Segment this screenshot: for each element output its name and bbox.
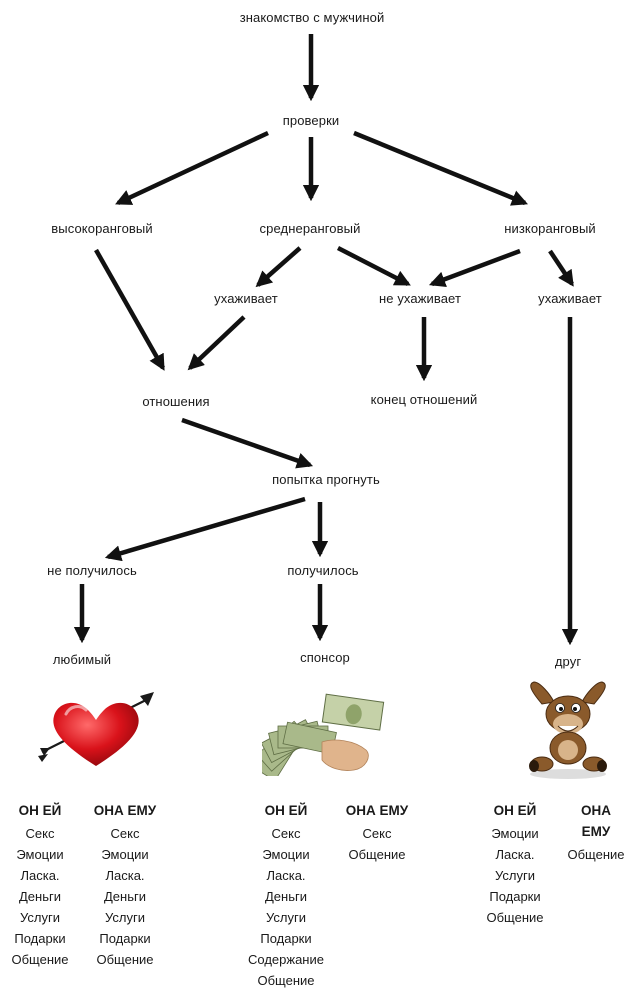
arrow-bend-failed: [104, 496, 306, 562]
friend-he-column: ОН ЕЙ Эмоции Ласка. Услуги Подарки Общен…: [486, 800, 543, 928]
list-item: Общение: [11, 952, 69, 967]
list-item: Ласка.: [105, 868, 145, 883]
sponsor-she-column: ОНА ЕМУ Секс Общение: [346, 800, 408, 865]
sponsor-he-column: ОН ЕЙ Секс Эмоции Ласка. Деньги Услуги П…: [248, 800, 324, 991]
friend-he-header: ОН ЕЙ: [493, 803, 537, 818]
list-item: Эмоции: [101, 847, 149, 862]
arrow-mid-nocourts: [336, 245, 411, 287]
list-item: Услуги: [20, 910, 60, 925]
beloved-she-column: ОНА ЕМУ Секс Эмоции Ласка. Деньги Услуги…: [94, 800, 156, 970]
list-item: Секс: [362, 826, 392, 841]
node-sponsor: спонсор: [300, 650, 350, 665]
arrow-low-nocourts: [428, 248, 521, 288]
list-item: Эмоции: [491, 826, 539, 841]
node-beloved: любимый: [52, 652, 112, 667]
arrow-mid-courts: [255, 246, 302, 288]
arrow-checks-high: [115, 130, 269, 206]
list-item: Ласка.: [20, 868, 60, 883]
list-item: Ласка.: [266, 868, 306, 883]
list-item: Секс: [110, 826, 140, 841]
node-failed: не получилось: [47, 563, 137, 578]
list-item: Общение: [567, 847, 625, 862]
node-mid-rank: среднеранговый: [259, 221, 361, 236]
beloved-he-header: ОН ЕЙ: [18, 803, 62, 818]
node-low-courts: ухаживает: [538, 291, 602, 306]
list-item: Подарки: [260, 931, 312, 946]
list-item: Общение: [348, 847, 406, 862]
list-item: Услуги: [495, 868, 535, 883]
arrow-checks-low: [353, 130, 528, 206]
node-checks: проверки: [282, 113, 340, 128]
arrow-courts-relationship: [187, 315, 246, 371]
node-low-rank: низкоранговый: [504, 221, 596, 236]
list-item: Услуги: [266, 910, 306, 925]
node-relationship: отношения: [142, 394, 210, 409]
list-item: Содержание: [248, 952, 324, 967]
arrows: [73, 34, 579, 646]
heart-with-arrow-icon: [38, 692, 154, 766]
list-item: Общение: [257, 973, 315, 988]
node-bend-try: попытка прогнуть: [272, 472, 380, 487]
money-fan-icon: [262, 693, 385, 776]
node-meet: знакомство с мужчиной: [239, 10, 385, 25]
friend-she-column: ОНА ЕМУ Общение: [567, 800, 624, 865]
list-item: Подарки: [489, 889, 541, 904]
friend-she-header: ОНА ЕМУ: [580, 803, 611, 839]
node-end-relationship: конец отношений: [370, 392, 478, 407]
node-mid-courts: ухаживает: [214, 291, 278, 306]
sponsor-she-header: ОНА ЕМУ: [345, 803, 409, 818]
list-item: Деньги: [264, 889, 307, 904]
node-succeeded: получилось: [287, 563, 359, 578]
list-item: Услуги: [105, 910, 145, 925]
arrow-low-courts: [548, 249, 574, 287]
list-item: Деньги: [18, 889, 61, 904]
arrow-high-relationship: [94, 248, 165, 371]
list-item: Эмоции: [262, 847, 310, 862]
list-item: Секс: [25, 826, 55, 841]
beloved-he-column: ОН ЕЙ Секс Эмоции Ласка. Деньги Услуги П…: [11, 800, 68, 970]
list-item: Секс: [271, 826, 301, 841]
beloved-she-header: ОНА ЕМУ: [93, 803, 157, 818]
list-item: Эмоции: [16, 847, 64, 862]
list-item: Деньги: [104, 889, 146, 904]
list-item: Подарки: [99, 931, 151, 946]
list-item: Общение: [96, 952, 154, 967]
list-item: Подарки: [14, 931, 66, 946]
node-no-courts: не ухаживает: [378, 291, 462, 306]
donkey-toy-icon: [529, 681, 607, 779]
list-item: Ласка.: [495, 847, 535, 862]
list-item: Общение: [486, 910, 544, 925]
arrow-relationship-bend: [181, 417, 314, 469]
sponsor-he-header: ОН ЕЙ: [264, 803, 308, 818]
node-high-rank: высокоранговый: [51, 221, 153, 236]
node-friend: друг: [554, 654, 582, 669]
